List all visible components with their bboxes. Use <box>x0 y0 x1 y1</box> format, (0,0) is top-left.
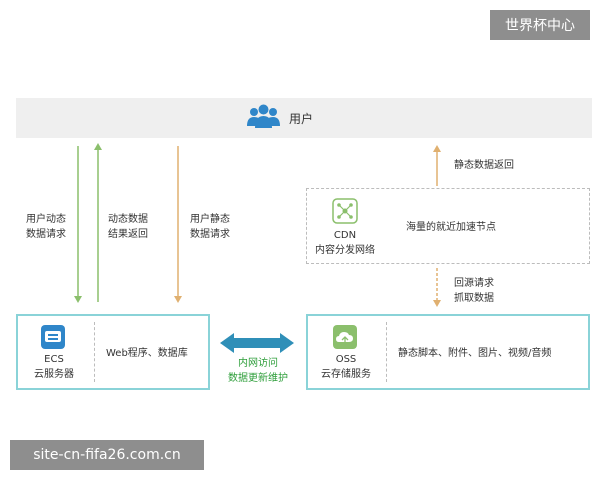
user-label: 用户 <box>289 112 314 126</box>
cdn-title: CDN 内容分发网络 <box>315 230 375 256</box>
label-dynamic-return: 动态数据 结果返回 <box>108 214 148 240</box>
oss-icon <box>333 325 357 349</box>
users-icon <box>247 104 280 128</box>
ecs-desc: Web程序、数据库 <box>106 348 188 359</box>
ecs-box <box>16 314 210 390</box>
label-internal: 内网访问 数据更新维护 <box>228 358 288 384</box>
arrow-origin-fetch <box>433 268 441 307</box>
label-static-request: 用户静态 数据请求 <box>190 214 230 240</box>
watermark-bottom: site-cn-fifa26.com.cn <box>10 440 204 470</box>
arrow-dynamic-return <box>94 143 102 302</box>
cdn-desc: 海量的就近加速节点 <box>406 222 496 233</box>
cdn-box <box>306 188 590 264</box>
ecs-icon <box>41 325 65 349</box>
oss-divider <box>386 322 388 382</box>
label-origin-fetch: 回源请求 抓取数据 <box>454 278 494 304</box>
watermark-top: 世界杯中心 <box>490 10 590 40</box>
arrow-static-return <box>433 145 441 186</box>
label-static-return: 静态数据返回 <box>454 160 514 171</box>
oss-title: OSS 云存储服务 <box>321 354 371 380</box>
ecs-divider <box>94 322 96 382</box>
arrow-dynamic-request <box>74 146 82 303</box>
internal-double-arrow <box>220 333 294 353</box>
oss-desc: 静态脚本、附件、图片、视频/音频 <box>398 348 552 359</box>
user-bar <box>16 98 592 138</box>
cdn-icon <box>332 198 358 224</box>
oss-box <box>306 314 590 390</box>
ecs-title: ECS 云服务器 <box>34 354 74 380</box>
label-dynamic-request: 用户动态 数据请求 <box>26 214 66 240</box>
arrow-static-request <box>174 146 182 303</box>
